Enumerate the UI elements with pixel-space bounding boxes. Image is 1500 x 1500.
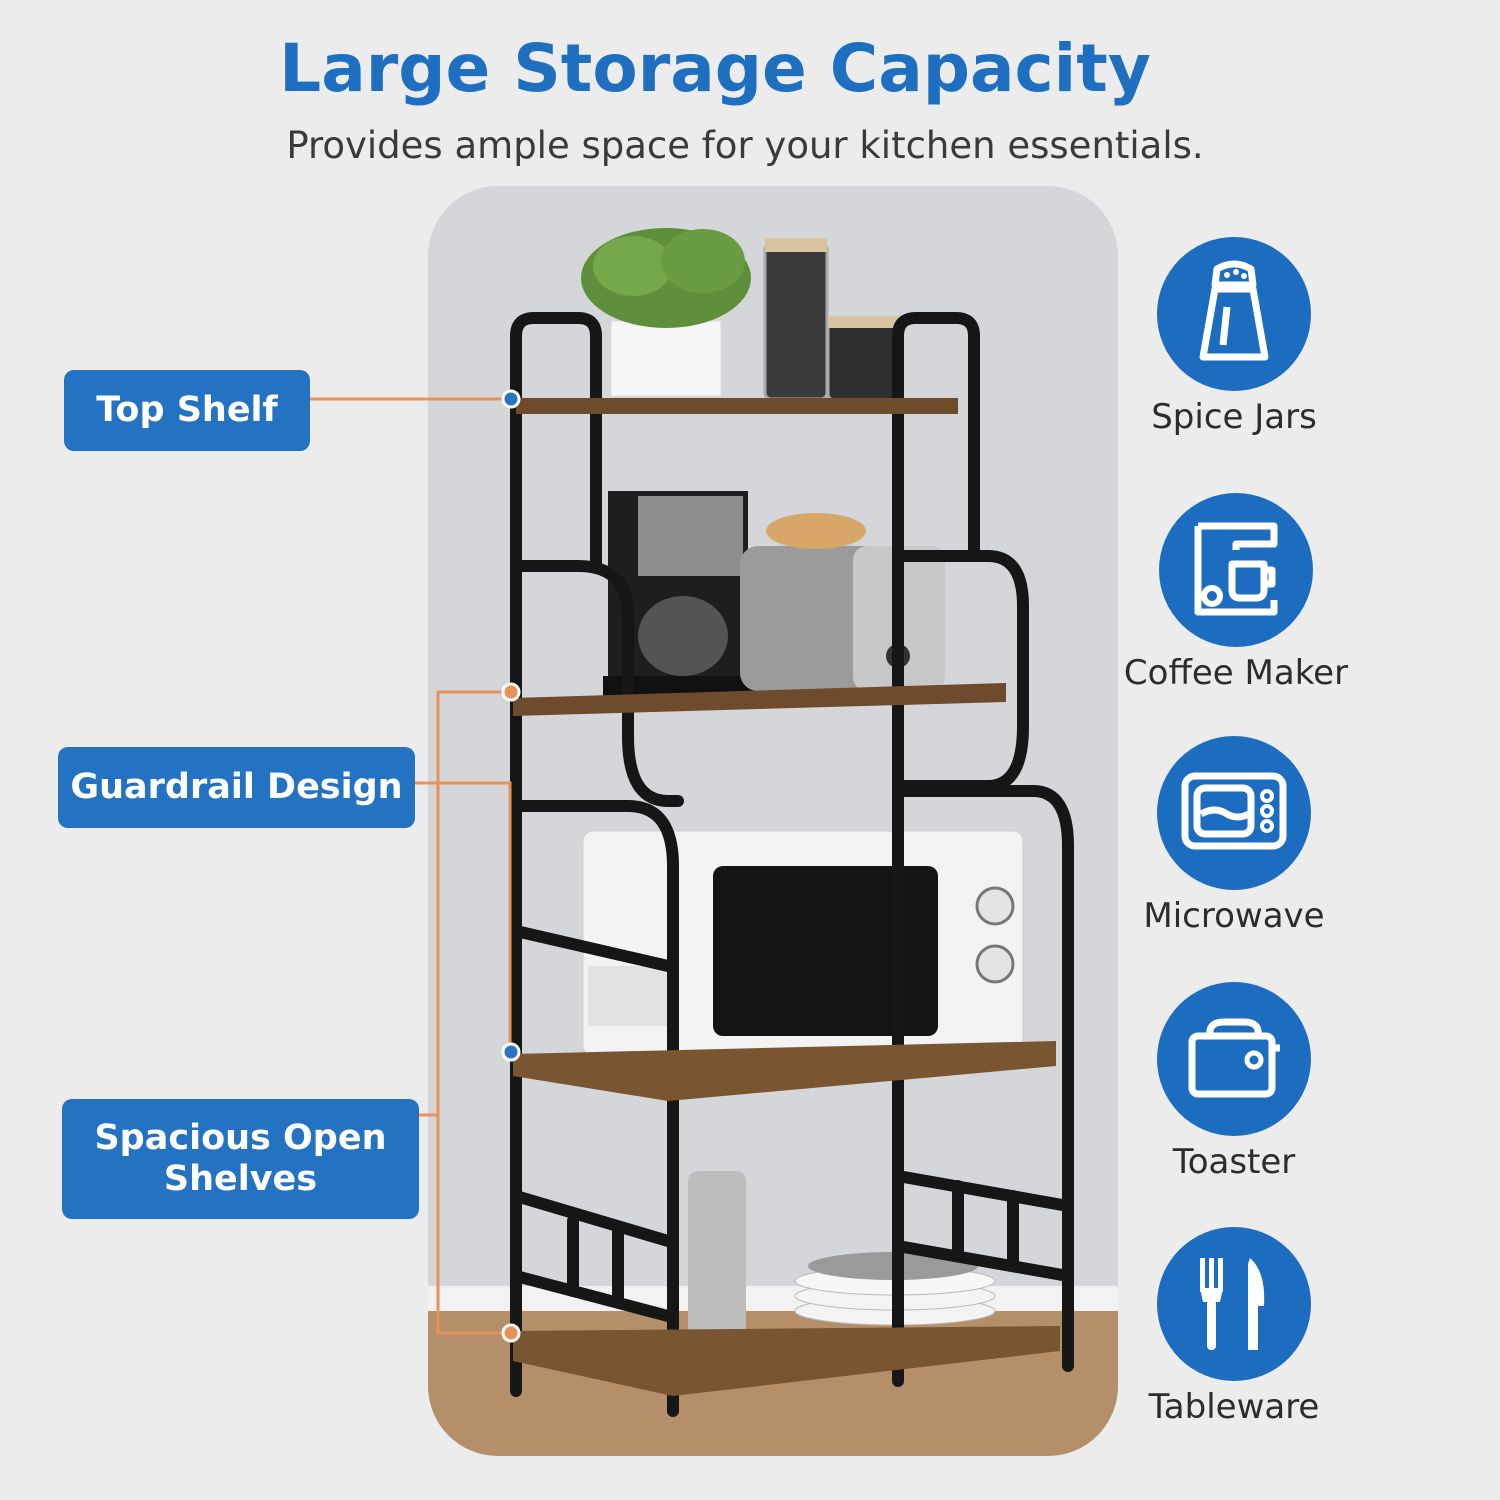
tableware-icon: [1157, 1227, 1311, 1381]
feature-caption: Coffee Maker: [1123, 653, 1349, 693]
rack-shelves: [513, 398, 1060, 1396]
spice-jar-icon: [1157, 237, 1311, 391]
toaster-icon: [1157, 982, 1311, 1136]
microwave-door-window: [713, 866, 938, 1036]
bakers-rack-illustration: [428, 186, 1118, 1456]
feature-toaster: Toaster: [1094, 982, 1374, 1182]
page-title: Large Storage Capacity: [279, 30, 1151, 107]
spacious-open-shelves-label: Spacious Open Shelves: [62, 1099, 419, 1219]
feature-caption: Microwave: [1143, 896, 1325, 936]
feature-caption: Tableware: [1148, 1387, 1320, 1427]
feature-microwave: Microwave: [1094, 736, 1374, 936]
tall-jar: [763, 242, 829, 401]
product-photo: [428, 186, 1118, 1456]
top-shelf-label: Top Shelf: [64, 370, 310, 451]
top-shelf-board: [516, 398, 958, 414]
third-shelf-board: [513, 1041, 1056, 1101]
microwave-icon: [1157, 736, 1311, 890]
kettle: [688, 1171, 746, 1351]
second-shelf-board: [513, 683, 1006, 716]
feature-caption: Spice Jars: [1151, 397, 1317, 437]
bread: [766, 513, 866, 549]
page-subtitle: Provides ample space for your kitchen es…: [286, 124, 1204, 167]
baseboard: [428, 1286, 1118, 1311]
bottom-shelf-board: [513, 1326, 1060, 1396]
feature-coffee-maker: Coffee Maker: [1096, 493, 1376, 693]
feature-caption: Toaster: [1172, 1142, 1296, 1182]
feature-spice-jars: Spice Jars: [1094, 237, 1374, 437]
coffee-maker-icon: [1159, 493, 1313, 647]
rack-frame: [510, 312, 1074, 1417]
feature-tableware: Tableware: [1094, 1227, 1374, 1427]
plant-pot: [610, 320, 722, 397]
guardrail-design-label: Guardrail Design: [58, 747, 415, 828]
short-jar: [826, 320, 900, 402]
